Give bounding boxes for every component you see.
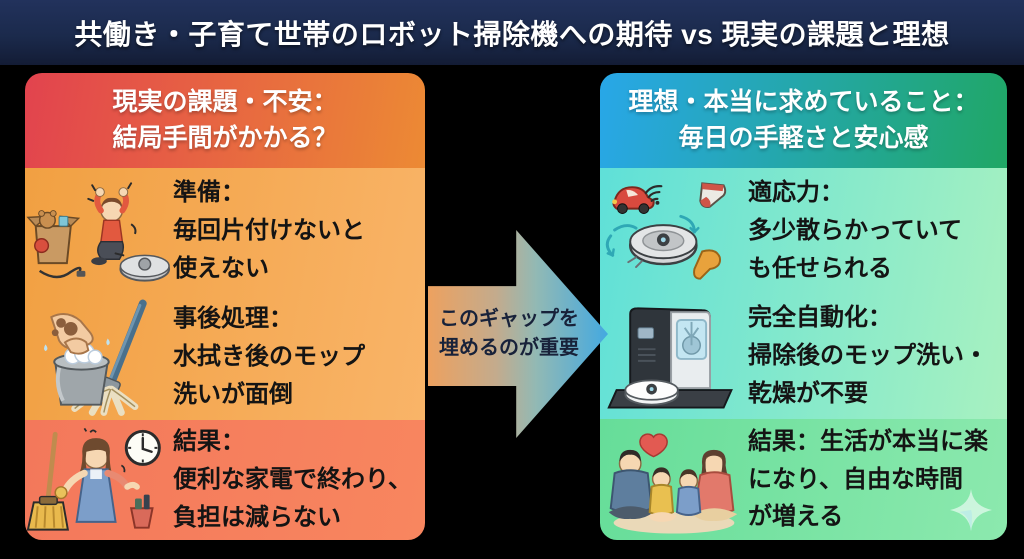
title-bar: 共働き・子育て世帯のロボット掃除機への期待 vs 現実の課題と理想 bbox=[0, 0, 1024, 65]
gap-arrow-text: このギャップを 埋めるのが重要 bbox=[439, 308, 579, 359]
messy-room-panic-illustration bbox=[25, 172, 173, 290]
happy-family-illustration bbox=[600, 421, 748, 539]
tired-woman-clock-illustration bbox=[25, 421, 173, 539]
reality-panel-top-section: 準備： 毎回片付けないと 使えない bbox=[25, 168, 425, 420]
ideal-item-adaptability: 適応力： 多少散らかっていて も任せられる bbox=[600, 168, 1007, 294]
challenge-item-preparation-text: 準備： 毎回片付けないと 使えない bbox=[173, 179, 365, 282]
reality-panel: 現実の課題・不安： 結局手間がかかる？ bbox=[25, 73, 425, 540]
ideal-item-automation: 完全自動化： 掃除後のモップ洗い・ 乾燥が不要 bbox=[600, 294, 1007, 420]
reality-panel-header: 現実の課題・不安： 結局手間がかかる？ bbox=[25, 73, 425, 168]
ideal-panel-header: 理想・本当に求めていること： 毎日の手軽さと安心感 bbox=[600, 73, 1007, 168]
happy-family-icon bbox=[608, 432, 738, 534]
messy-room-panic-icon bbox=[26, 182, 171, 282]
challenge-item-result-text: 結果： 便利な家電で終わり、 負担は減らない bbox=[173, 428, 413, 531]
ideal-item-adaptability-text: 適応力： 多少散らかっていて も任せられる bbox=[748, 178, 963, 282]
challenge-item-preparation: 準備： 毎回片付けないと 使えない bbox=[25, 168, 425, 294]
reality-panel-title: 現実の課題・不安： 結局手間がかかる？ bbox=[112, 88, 338, 152]
ideal-item-automation-text: 完全自動化： 掃除後のモップ洗い・ 乾燥が不要 bbox=[748, 304, 988, 408]
challenge-item-aftercare-text: 事後処理： 水拭き後のモップ 洗いが面倒 bbox=[173, 305, 365, 408]
sparkle-icon bbox=[950, 489, 992, 531]
ideal-panel-top-section: 適応力： 多少散らかっていて も任せられる bbox=[600, 168, 1007, 419]
adaptive-robot-icon bbox=[605, 182, 727, 280]
mop-bucket-icon bbox=[44, 299, 147, 416]
ideal-panel: 理想・本当に求めていること： 毎日の手軽さと安心感 bbox=[600, 73, 1007, 540]
ideal-item-result: 結果：生活が本当に楽 になり、自由な時間 が増える bbox=[600, 419, 1007, 540]
page-title: 共働き・子育て世帯のロボット掃除機への期待 vs 現実の課題と理想 bbox=[74, 18, 950, 50]
challenge-item-result: 結果： 便利な家電で終わり、 負担は減らない bbox=[25, 420, 425, 540]
ideal-item-result-text: 結果：生活が本当に楽 になり、自由な時間 が増える bbox=[748, 427, 988, 531]
ideal-panel-title: 理想・本当に求めていること： 毎日の手軽さと安心感 bbox=[628, 88, 979, 152]
tired-woman-clock-icon bbox=[26, 427, 161, 531]
gap-arrow: このギャップを 埋めるのが重要 bbox=[428, 230, 608, 438]
dock-station-illustration bbox=[600, 297, 748, 415]
dock-station-icon bbox=[607, 307, 733, 409]
challenge-item-aftercare: 事後処理： 水拭き後のモップ 洗いが面倒 bbox=[25, 294, 425, 420]
mop-bucket-illustration bbox=[25, 298, 173, 416]
adaptive-robot-illustration bbox=[600, 172, 748, 290]
